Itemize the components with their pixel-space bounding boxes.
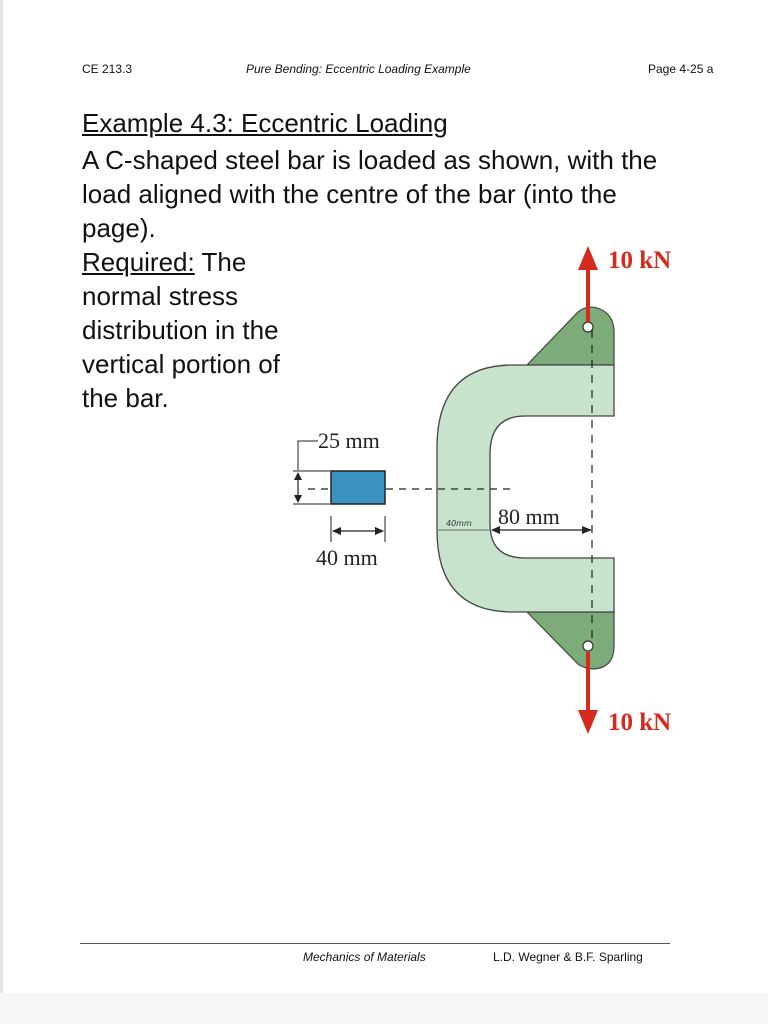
- bottom-load-arrowhead: [578, 710, 598, 734]
- example-description: A C-shaped steel bar is loaded as shown,…: [82, 145, 658, 243]
- footer-authors: L.D. Wegner & B.F. Sparling: [493, 950, 643, 964]
- header-topic: Pure Bending: Eccentric Loading Example: [246, 62, 471, 76]
- depth-dim-bracket: [297, 440, 318, 470]
- page-bottom-margin: [0, 993, 768, 1024]
- footer-book-title: Mechanics of Materials: [303, 950, 426, 964]
- width-dim-arrow-right: [375, 527, 384, 535]
- width-dim-label: 40 mm: [316, 545, 378, 570]
- page-edge: [0, 0, 3, 995]
- thickness-handwritten-label: 40mm: [446, 519, 472, 528]
- depth-dim-arrow-down: [294, 495, 302, 503]
- eccentricity-dim-arrow-left: [491, 526, 500, 534]
- required-text: The normal stress distribution in the ve…: [82, 247, 280, 413]
- footer-rule: [80, 943, 670, 944]
- required-block: Required: The normal stress distribution…: [82, 245, 282, 415]
- width-dim-arrow-left: [332, 527, 341, 535]
- bottom-bolt-hole: [582, 640, 594, 652]
- eccentricity-dim-label: 80 mm: [498, 504, 560, 529]
- header-page-number: Page 4-25 a: [648, 62, 714, 76]
- bottom-load-label: 10 kN: [608, 709, 671, 736]
- header-course: CE 213.3: [82, 62, 133, 76]
- required-label: Required:: [82, 247, 195, 277]
- c-shaped-bar: [436, 364, 615, 613]
- bottom-gusset-plate: [525, 611, 615, 670]
- cross-section-rectangle: [330, 470, 386, 505]
- top-load-label: 10 kN: [608, 247, 671, 274]
- top-load-arrowhead: [578, 246, 598, 270]
- depth-dim-label: 25 mm: [318, 428, 380, 453]
- example-title: Example 4.3: Eccentric Loading: [82, 108, 448, 138]
- top-gusset-plate: [525, 306, 615, 366]
- depth-dim-arrow-up: [294, 472, 302, 480]
